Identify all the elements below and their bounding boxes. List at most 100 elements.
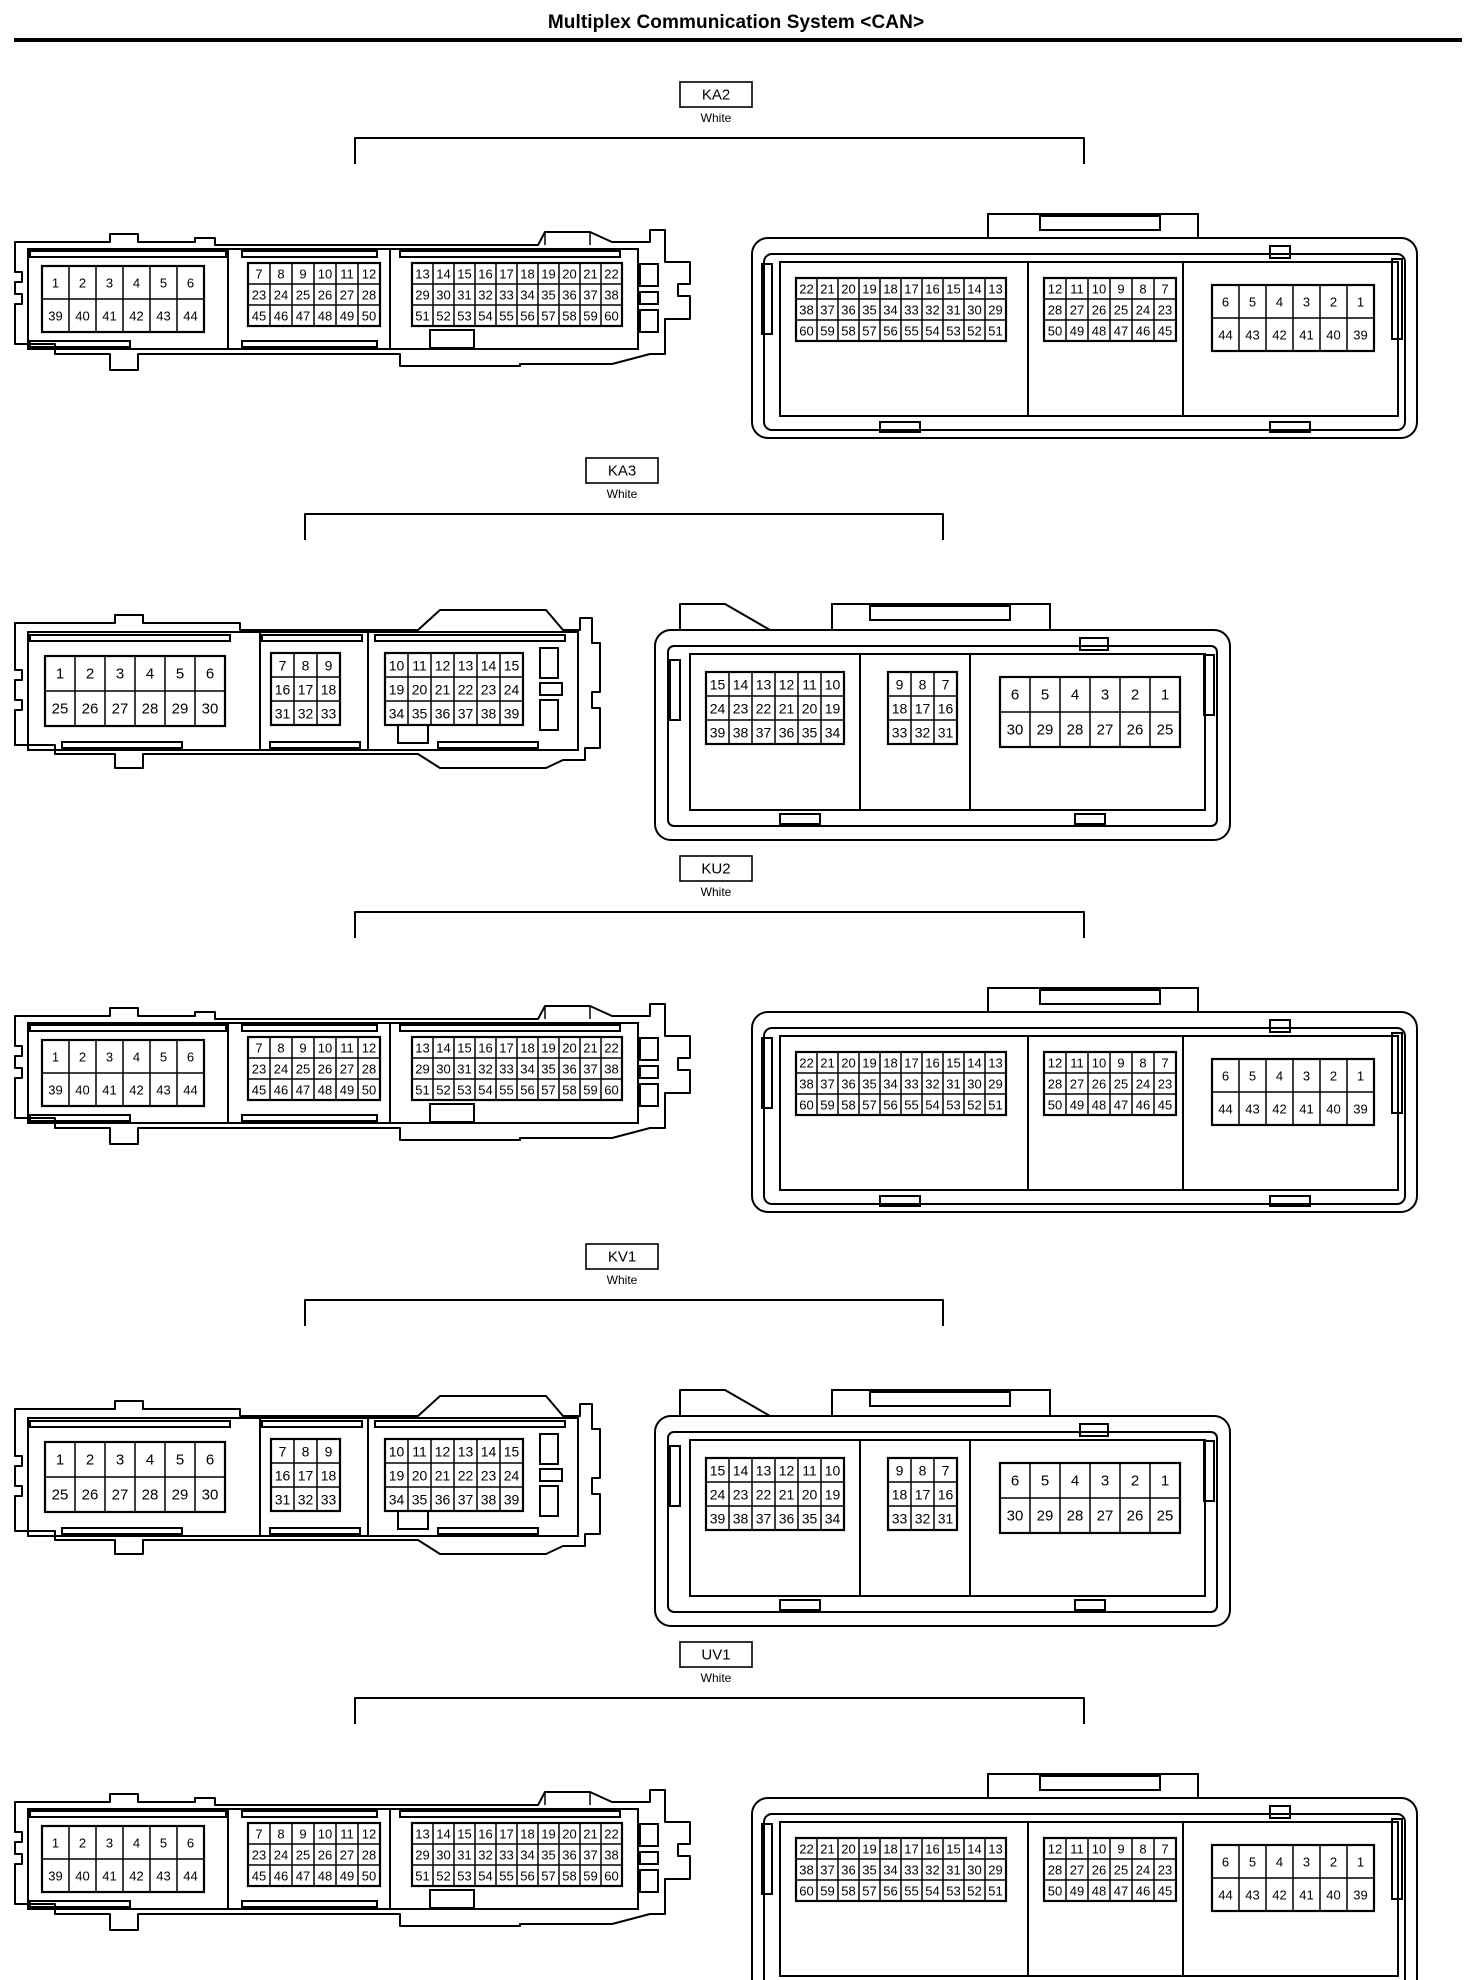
housing-detail bbox=[261, 1420, 363, 1428]
housing-detail bbox=[241, 250, 378, 258]
terminal-number: 12 bbox=[779, 677, 795, 693]
terminal-number: 36 bbox=[841, 1863, 855, 1878]
terminal-number: 10 bbox=[825, 677, 841, 693]
terminal-number: 13 bbox=[756, 677, 772, 693]
terminal-number: 40 bbox=[75, 1083, 89, 1098]
terminal-number: 37 bbox=[756, 725, 772, 741]
terminal-number: 42 bbox=[129, 309, 143, 324]
terminal-number: 4 bbox=[146, 666, 154, 683]
terminal-number: 36 bbox=[841, 1077, 855, 1092]
terminal-number: 29 bbox=[415, 1848, 429, 1863]
terminal-number: 28 bbox=[1067, 1508, 1084, 1525]
housing-detail bbox=[437, 1527, 539, 1535]
connector-bracket bbox=[304, 1299, 944, 1326]
housing-detail bbox=[1269, 245, 1291, 259]
terminal-number: 45 bbox=[252, 309, 266, 324]
terminal-block-frame bbox=[886, 1456, 959, 1532]
terminal-number: 43 bbox=[156, 309, 170, 324]
terminal-number: 34 bbox=[883, 303, 897, 318]
terminal-number: 1 bbox=[1161, 1473, 1169, 1490]
terminal-number: 6 bbox=[1222, 1855, 1229, 1870]
terminal-number: 60 bbox=[799, 1098, 813, 1113]
housing-detail bbox=[437, 741, 539, 749]
connector-label-box bbox=[679, 855, 753, 882]
terminal-number: 16 bbox=[938, 1487, 954, 1503]
terminal-number: 11 bbox=[1070, 1056, 1084, 1071]
terminal-number: 3 bbox=[1303, 1855, 1310, 1870]
terminal-number: 3 bbox=[116, 666, 124, 683]
terminal-number: 37 bbox=[820, 1863, 834, 1878]
terminal-number: 33 bbox=[499, 288, 513, 303]
terminal-number: 46 bbox=[1136, 1884, 1150, 1899]
terminal-number: 28 bbox=[1048, 303, 1062, 318]
terminal-number: 42 bbox=[129, 1083, 143, 1098]
terminal-number: 5 bbox=[1041, 687, 1049, 704]
terminal-number: 27 bbox=[1097, 1508, 1114, 1525]
terminal-number: 47 bbox=[296, 309, 310, 324]
terminal-number: 18 bbox=[520, 267, 534, 282]
terminal-number: 28 bbox=[1067, 722, 1084, 739]
connector-bracket bbox=[354, 1697, 1085, 1724]
terminal-number: 10 bbox=[389, 658, 405, 674]
terminal-number: 39 bbox=[48, 309, 62, 324]
terminal-number: 35 bbox=[862, 303, 876, 318]
terminal-number: 8 bbox=[919, 1463, 927, 1479]
terminal-number: 16 bbox=[925, 1842, 939, 1857]
terminal-number: 47 bbox=[1114, 1098, 1128, 1113]
terminal-number: 59 bbox=[583, 1083, 597, 1098]
terminal-number: 13 bbox=[415, 1041, 429, 1056]
housing-detail bbox=[539, 1468, 563, 1482]
terminal-number: 23 bbox=[733, 1487, 749, 1503]
terminal-number: 7 bbox=[942, 677, 950, 693]
terminal-number: 50 bbox=[362, 309, 376, 324]
housing-detail bbox=[639, 1037, 659, 1061]
housing-detail bbox=[544, 1006, 591, 1019]
terminal-number: 41 bbox=[102, 1083, 116, 1098]
terminal-number: 44 bbox=[183, 1083, 197, 1098]
terminal-number: 38 bbox=[799, 303, 813, 318]
terminal-number: 11 bbox=[1070, 1842, 1084, 1857]
terminal-number: 37 bbox=[583, 288, 597, 303]
terminal-number: 58 bbox=[841, 1884, 855, 1899]
terminal-number: 39 bbox=[48, 1869, 62, 1884]
terminal-number: 34 bbox=[389, 1492, 405, 1508]
terminal-number: 44 bbox=[1218, 328, 1232, 343]
housing-detail bbox=[539, 699, 559, 731]
terminal-number: 21 bbox=[583, 1827, 597, 1842]
terminal-number: 46 bbox=[274, 1869, 288, 1884]
terminal-number: 5 bbox=[1041, 1473, 1049, 1490]
terminal-number: 43 bbox=[1245, 1102, 1259, 1117]
terminal-number: 44 bbox=[1218, 1888, 1232, 1903]
terminal-number: 43 bbox=[1245, 328, 1259, 343]
terminal-number: 33 bbox=[892, 1511, 908, 1527]
terminal-number: 56 bbox=[520, 1869, 534, 1884]
terminal-number: 27 bbox=[1070, 1863, 1084, 1878]
terminal-number: 10 bbox=[318, 267, 332, 282]
terminal-number: 13 bbox=[458, 658, 474, 674]
terminal-number: 23 bbox=[252, 1062, 266, 1077]
housing-detail bbox=[397, 1510, 429, 1530]
terminal-number: 38 bbox=[481, 1492, 497, 1508]
terminal-number: 33 bbox=[321, 706, 337, 722]
terminal-number: 53 bbox=[946, 1098, 960, 1113]
terminal-number: 1 bbox=[52, 276, 59, 291]
terminal-number: 34 bbox=[389, 706, 405, 722]
terminal-number: 54 bbox=[925, 1098, 939, 1113]
connector-color: White bbox=[607, 1273, 638, 1287]
terminal-number: 51 bbox=[415, 1869, 429, 1884]
housing-detail bbox=[639, 291, 659, 305]
terminal-number: 4 bbox=[1071, 1473, 1079, 1490]
terminal-number: 10 bbox=[1092, 1842, 1106, 1857]
terminal-number: 38 bbox=[481, 706, 497, 722]
terminal-number: 26 bbox=[318, 1848, 332, 1863]
terminal-number: 2 bbox=[1131, 687, 1139, 704]
terminal-number: 40 bbox=[1326, 1888, 1340, 1903]
terminal-number: 30 bbox=[436, 1848, 450, 1863]
terminal-number: 43 bbox=[1245, 1888, 1259, 1903]
